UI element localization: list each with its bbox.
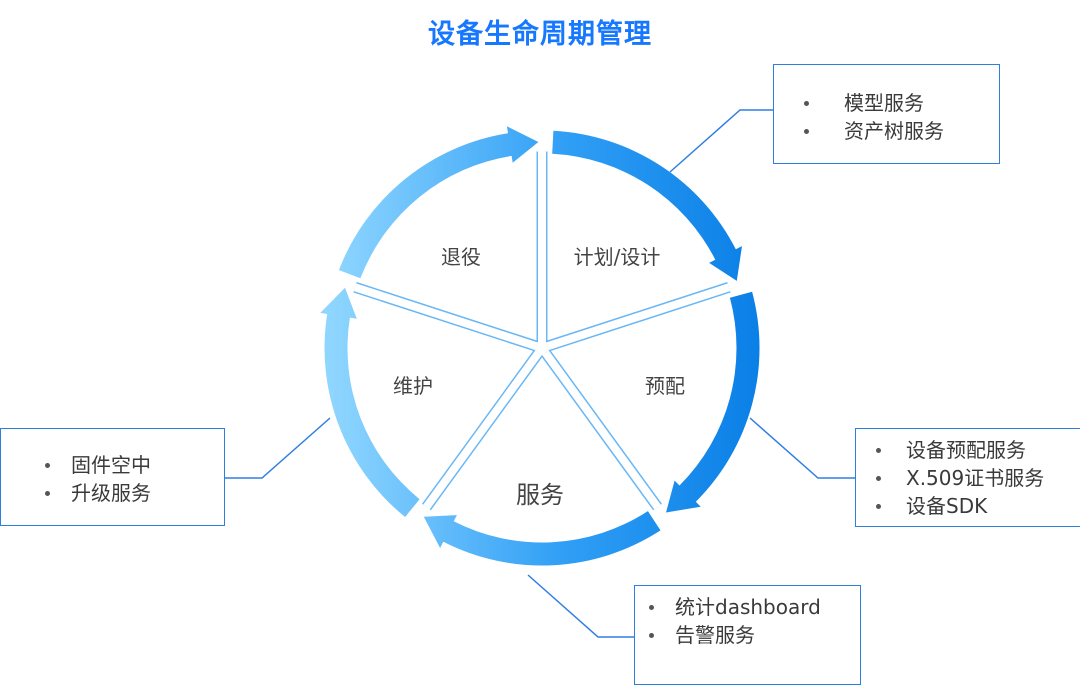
- maintain-services-box: 固件空中 升级服务: [0, 428, 225, 526]
- service-services-box: 统计dashboard 告警服务: [634, 585, 861, 685]
- list-item: 告警服务: [635, 621, 860, 649]
- connector-maintain: [225, 417, 331, 479]
- cycle-arrow-maintain: [320, 287, 420, 517]
- bullet-icon: [649, 605, 654, 610]
- list-item-text: 模型服务: [844, 91, 924, 115]
- list-item: 模型服务: [774, 89, 999, 117]
- divider-gap: [423, 350, 542, 510]
- list-item: 设备SDK: [856, 492, 1080, 520]
- list-item-text: 固件空中: [71, 453, 151, 477]
- divider-gap: [542, 350, 661, 510]
- cycle-arrow-service: [423, 511, 661, 566]
- list-item-text: 告警服务: [675, 623, 755, 647]
- connector-plan: [669, 109, 773, 173]
- segment-label-service: 服务: [516, 481, 564, 509]
- segment-dividers: [353, 151, 731, 511]
- list-item: 固件空中: [1, 451, 224, 479]
- list-item: X.509证书服务: [856, 464, 1080, 492]
- list-item-text: 设备SDK: [906, 494, 988, 518]
- cycle-arrow-ring: [320, 126, 760, 566]
- cycle-arrow-plan: [552, 130, 742, 281]
- connector-provision: [749, 417, 855, 479]
- cycle-arrow-retire: [338, 126, 539, 279]
- segment-label-maintain: 维护: [393, 374, 433, 398]
- connector-lines: [225, 109, 855, 638]
- bullet-icon: [876, 504, 881, 509]
- list-item-text: 设备预配服务: [906, 438, 1026, 462]
- list-item-text: 升级服务: [71, 481, 151, 505]
- cycle-arrow-provision: [666, 291, 760, 513]
- divider-gap: [353, 283, 538, 350]
- bullet-icon: [804, 101, 809, 106]
- bullet-icon: [804, 129, 809, 134]
- list-item: 升级服务: [1, 479, 224, 507]
- list-item: 统计dashboard: [635, 593, 860, 621]
- list-item: 资产树服务: [774, 117, 999, 145]
- segment-label-retire: 退役: [441, 245, 481, 269]
- list-item: 设备预配服务: [856, 436, 1080, 464]
- list-item-text: 资产树服务: [844, 119, 944, 143]
- page-title: 设备生命周期管理: [428, 19, 652, 50]
- bullet-icon: [649, 633, 654, 638]
- bullet-icon: [45, 463, 50, 468]
- divider-gap: [546, 283, 731, 350]
- plan-services-box: 模型服务 资产树服务: [773, 64, 1000, 164]
- bullet-icon: [876, 448, 881, 453]
- bullet-icon: [45, 491, 50, 496]
- bullet-icon: [876, 476, 881, 481]
- connector-service: [527, 574, 634, 638]
- provision-services-box: 设备预配服务 X.509证书服务 设备SDK: [855, 428, 1080, 527]
- list-item-text: 统计dashboard: [675, 595, 821, 619]
- segment-label-provision: 预配: [645, 374, 685, 398]
- list-item-text: X.509证书服务: [906, 466, 1045, 490]
- segment-label-plan: 计划/设计: [574, 245, 661, 269]
